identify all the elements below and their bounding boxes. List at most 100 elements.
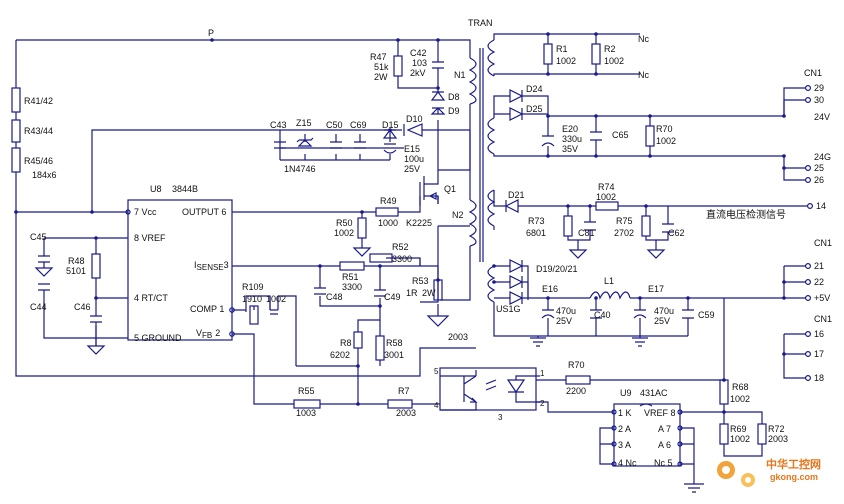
u9-pin1: 1 K: [618, 408, 632, 418]
u9-pin6: A 6: [658, 440, 671, 450]
r58-label: R58: [386, 338, 403, 348]
tran-label: TRAN: [468, 18, 493, 28]
c42-capacitor: [432, 61, 444, 69]
cn1c-label: CN1: [814, 314, 832, 324]
r69-value: 1002: [730, 434, 750, 444]
c44-capacitor: [38, 283, 50, 291]
d15-label: D15: [382, 120, 399, 130]
r45-label: R45/46: [24, 156, 53, 166]
r52-resistor: [369, 253, 393, 263]
pin-26-label: 26: [814, 175, 824, 185]
c43-label: C43: [270, 120, 287, 130]
c42-voltage: 2kV: [410, 68, 426, 78]
r70a-value: 1002: [656, 136, 676, 146]
c40-label: C40: [594, 310, 611, 320]
r73-resistor: [563, 215, 573, 237]
r109-capacitor: [270, 309, 278, 315]
r43-label: R43/44: [24, 126, 53, 136]
r74-label: R74: [598, 182, 615, 192]
r55-label: R55: [298, 386, 315, 396]
labels: P TRAN N1 N2 R41/42 R43/44 R45/46 184x6 …: [24, 18, 832, 468]
r51-label: R51: [342, 272, 359, 282]
c59-capacitor: [682, 309, 694, 319]
u8-pin6: OUTPUT 6: [182, 207, 226, 217]
r58-resistor: [375, 335, 385, 361]
r2-label: R2: [604, 44, 616, 54]
u8-pin3-letter: I: [194, 260, 197, 270]
v5-label: +5V: [814, 293, 830, 303]
r48-resistor: [91, 253, 101, 279]
e20-voltage: 35V: [562, 144, 578, 154]
l1-inductor: [589, 291, 631, 300]
r47-resistor: [393, 55, 403, 77]
u8-pin3-num: 3: [224, 260, 229, 270]
c81-capacitor: [584, 221, 596, 231]
d25-label: D25: [526, 104, 543, 114]
pin-17-label: 17: [814, 349, 824, 359]
d19-label: D19/20/21: [536, 264, 578, 274]
e17-voltage: 25V: [654, 316, 670, 326]
pin-21-label: 21: [814, 261, 824, 271]
watermark-title: 中华工控网: [766, 457, 821, 471]
r48-label: R48: [68, 256, 85, 266]
e16-value: 470u: [556, 306, 576, 316]
r58-value: 3001: [384, 350, 404, 360]
c65-capacitor: [590, 131, 602, 141]
c65-label: C65: [612, 130, 629, 140]
r68-label: R68: [732, 382, 749, 392]
r7-label: R7: [398, 386, 410, 396]
u9-notch: [639, 403, 653, 407]
d25-diode: [509, 107, 524, 121]
watermark-url: gkong.com: [770, 472, 818, 482]
opto-pin5: 5: [434, 367, 439, 376]
r70b-resistor: [565, 375, 591, 385]
r47-label: R47: [370, 52, 387, 62]
nc2-label: Nc: [638, 70, 649, 80]
d10-label: D10: [406, 114, 423, 124]
pin-22-label: 22: [814, 277, 824, 287]
u9-pin2: 2 A: [618, 424, 631, 434]
e15-value: 100u: [404, 154, 424, 164]
signal-ground-icon-2: [646, 249, 666, 259]
primary-ground-icon: [426, 315, 450, 327]
r53-resistor: [433, 279, 443, 301]
r72-resistor: [757, 423, 767, 445]
secondary-24v: [493, 32, 811, 184]
c62-capacitor: [662, 223, 674, 233]
c45-capacitor: [38, 255, 50, 263]
c43-capacitor: [274, 141, 286, 149]
r70b-value: 2200: [566, 386, 586, 396]
r53-power: 2W: [422, 288, 436, 298]
r52-value: 3300: [392, 254, 412, 264]
dc-signal-label: 直流电压检测信号: [706, 208, 786, 221]
opto-pin1: 1: [540, 369, 545, 378]
e17-value: 470u: [654, 306, 674, 316]
z15-part: 1N4746: [284, 164, 316, 174]
c69-capacitor: [354, 141, 366, 149]
pin-25-label: 25: [814, 163, 824, 173]
n2-label: N2: [452, 210, 464, 220]
r50-value: 1002: [334, 228, 354, 238]
cn1b-label: CN1: [814, 238, 832, 248]
node-p-label: P: [208, 28, 214, 38]
opto-light-arrows: [485, 379, 497, 391]
opto-led-icon: [506, 379, 526, 394]
c48-capacitor: [314, 287, 326, 295]
r70a-resistor: [645, 125, 655, 147]
c49-label: C49: [384, 292, 401, 302]
r7-resistor: [387, 399, 413, 409]
cn1a-label: CN1: [804, 68, 822, 78]
r47-power: 2W: [374, 72, 388, 82]
r2-resistor: [591, 43, 601, 65]
e20-capacitor: [541, 135, 555, 147]
nc1-label: Nc: [638, 34, 649, 44]
r49-value: 1000: [378, 218, 398, 228]
c81-label: C81: [578, 228, 595, 238]
winding-5v: [487, 265, 496, 303]
r109-resistor: [249, 305, 259, 325]
d21-label: D21: [508, 190, 525, 200]
v24-label: 24V: [814, 112, 830, 122]
d8-diode: [430, 91, 446, 101]
d9-label: D9: [448, 106, 460, 116]
pin-30-label: 30: [814, 95, 824, 105]
